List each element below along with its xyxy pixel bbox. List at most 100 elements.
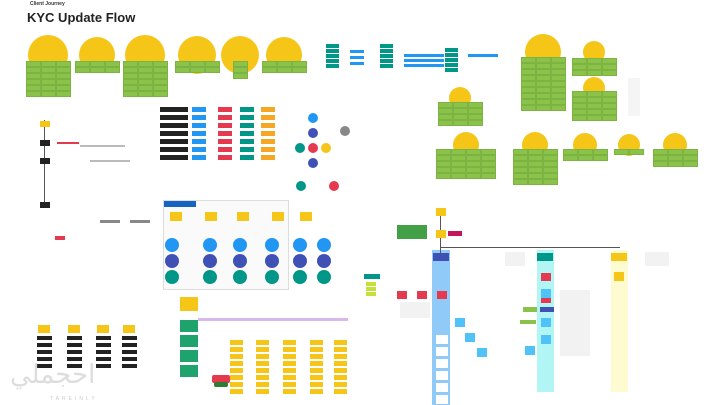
sticky-note[interactable] xyxy=(436,208,446,216)
flow-node[interactable] xyxy=(308,128,318,138)
green-sticky[interactable] xyxy=(451,173,466,179)
green-sticky[interactable] xyxy=(55,61,71,67)
green-sticky[interactable] xyxy=(586,97,602,103)
sticky-note[interactable] xyxy=(272,212,284,221)
green-sticky[interactable] xyxy=(550,75,566,81)
green-sticky[interactable] xyxy=(562,149,578,155)
legend-chip[interactable] xyxy=(160,115,174,120)
red-step[interactable] xyxy=(417,291,427,299)
green-sticky[interactable] xyxy=(437,108,453,114)
legend-chip[interactable] xyxy=(192,123,206,128)
green-sticky[interactable] xyxy=(466,167,481,173)
list-block[interactable] xyxy=(445,58,458,62)
yellow-sticky[interactable] xyxy=(310,368,323,373)
yellow-sticky[interactable] xyxy=(334,389,347,394)
green-sticky[interactable] xyxy=(55,91,71,97)
legend-chip[interactable] xyxy=(261,139,275,144)
yellow-sticky[interactable] xyxy=(230,368,243,373)
legend-chip[interactable] xyxy=(261,107,275,112)
stack-icon[interactable] xyxy=(214,382,228,387)
tag[interactable] xyxy=(520,320,536,324)
teal-block[interactable] xyxy=(180,365,198,377)
legend-chip[interactable] xyxy=(218,131,232,136)
tag[interactable] xyxy=(350,56,364,59)
tag[interactable] xyxy=(366,287,376,291)
legend-chip[interactable] xyxy=(174,147,188,152)
blue-step[interactable] xyxy=(477,348,487,357)
green-sticky[interactable] xyxy=(652,149,668,155)
note[interactable] xyxy=(80,145,125,147)
green-sticky[interactable] xyxy=(104,67,120,73)
green-sticky[interactable] xyxy=(586,70,602,76)
green-sticky[interactable] xyxy=(436,167,451,173)
green-sticky[interactable] xyxy=(571,103,587,109)
sticky-note[interactable] xyxy=(237,212,249,221)
legend-chip[interactable] xyxy=(261,131,275,136)
green-sticky[interactable] xyxy=(535,105,551,111)
green-sticky[interactable] xyxy=(550,81,566,87)
red-step[interactable] xyxy=(437,291,447,299)
green-sticky[interactable] xyxy=(520,69,536,75)
legend-chip[interactable] xyxy=(192,107,206,112)
green-sticky[interactable] xyxy=(152,85,168,91)
flow-node[interactable] xyxy=(165,270,179,284)
green-sticky[interactable] xyxy=(481,149,496,155)
green-sticky[interactable] xyxy=(74,67,90,73)
yellow-sticky[interactable] xyxy=(310,375,323,380)
yellow-sticky[interactable] xyxy=(334,340,347,345)
green-sticky[interactable] xyxy=(55,79,71,85)
green-sticky[interactable] xyxy=(481,161,496,167)
flow-node[interactable] xyxy=(203,238,217,252)
green-sticky[interactable] xyxy=(137,73,153,79)
green-sticky[interactable] xyxy=(527,167,543,173)
legend-chip[interactable] xyxy=(174,131,188,136)
green-sticky[interactable] xyxy=(40,61,56,67)
flow-node[interactable] xyxy=(203,254,217,268)
screenshot-panel[interactable] xyxy=(645,252,669,266)
list-block[interactable] xyxy=(326,64,339,68)
green-sticky[interactable] xyxy=(512,167,528,173)
green-sticky[interactable] xyxy=(452,102,468,108)
legend-chip[interactable] xyxy=(240,115,254,120)
blue-step[interactable] xyxy=(465,333,475,342)
green-sticky[interactable] xyxy=(451,167,466,173)
legend-chip[interactable] xyxy=(261,115,275,120)
flow-node[interactable] xyxy=(293,270,307,284)
list-chip[interactable] xyxy=(122,350,137,354)
green-sticky[interactable] xyxy=(152,91,168,97)
green-sticky[interactable] xyxy=(276,67,292,73)
yellow-sticky[interactable] xyxy=(256,361,269,366)
blue-step[interactable] xyxy=(525,346,535,355)
green-sticky[interactable] xyxy=(137,79,153,85)
green-sticky[interactable] xyxy=(614,149,629,155)
list-block[interactable] xyxy=(380,49,393,53)
green-sticky[interactable] xyxy=(122,61,138,67)
green-sticky[interactable] xyxy=(174,67,190,73)
green-sticky[interactable] xyxy=(542,173,558,179)
flow-node[interactable] xyxy=(203,270,217,284)
yellow-sticky[interactable] xyxy=(334,354,347,359)
flow-step[interactable] xyxy=(40,158,50,164)
green-sticky[interactable] xyxy=(586,64,602,70)
flow-node[interactable] xyxy=(329,181,339,191)
decision[interactable] xyxy=(523,307,537,312)
topic-circle[interactable] xyxy=(583,41,605,63)
tag[interactable] xyxy=(404,59,444,62)
flow-node[interactable] xyxy=(295,143,305,153)
green-sticky[interactable] xyxy=(467,102,483,108)
legend-chip[interactable] xyxy=(160,155,174,160)
legend-chip[interactable] xyxy=(160,147,174,152)
green-sticky[interactable] xyxy=(520,63,536,69)
list-block[interactable] xyxy=(380,64,393,68)
legend-chip[interactable] xyxy=(174,155,188,160)
green-sticky[interactable] xyxy=(437,120,453,126)
green-sticky[interactable] xyxy=(40,85,56,91)
green-sticky[interactable] xyxy=(629,149,644,155)
green-sticky[interactable] xyxy=(481,155,496,161)
green-sticky[interactable] xyxy=(667,149,683,155)
red-step[interactable] xyxy=(397,291,407,299)
yellow-sticky[interactable] xyxy=(283,361,296,366)
green-sticky[interactable] xyxy=(436,155,451,161)
green-sticky[interactable] xyxy=(571,115,587,121)
green-sticky[interactable] xyxy=(535,93,551,99)
